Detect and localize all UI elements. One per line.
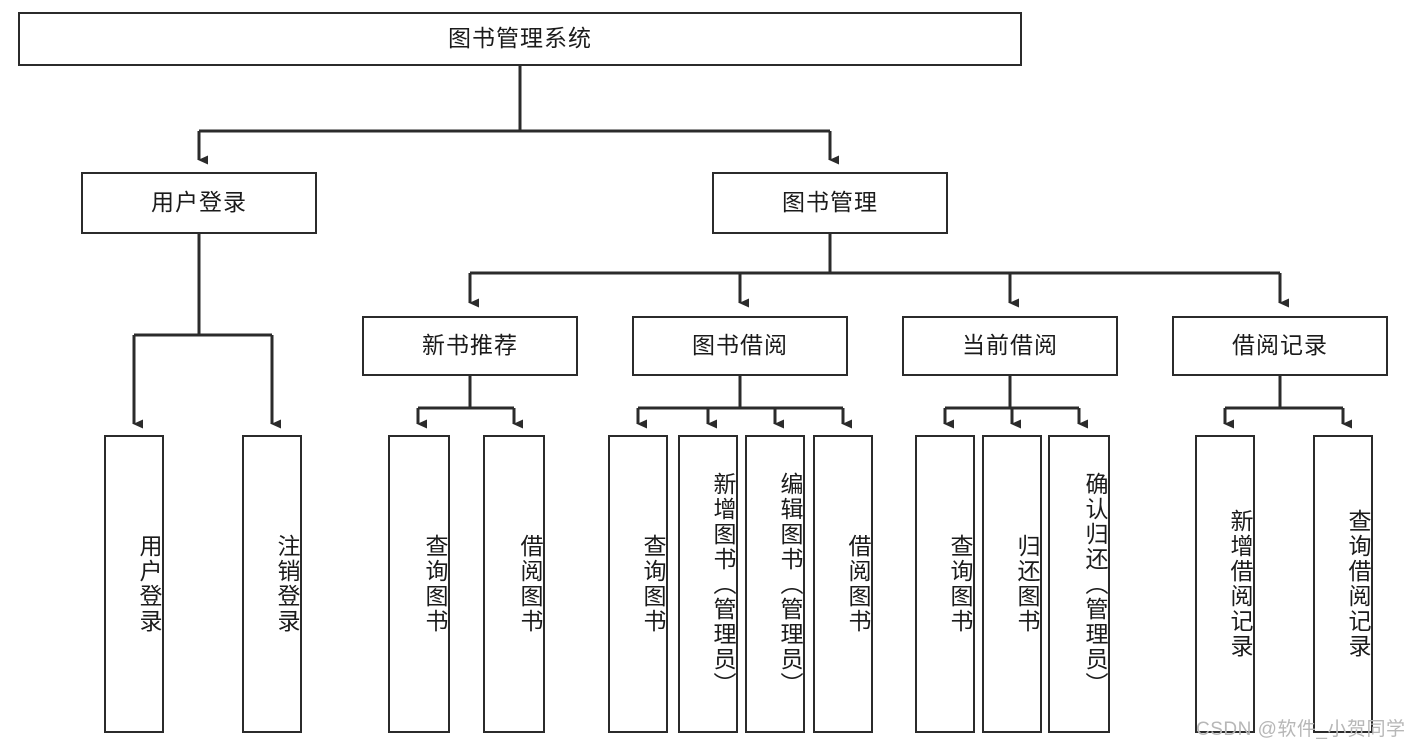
watermark-text: CSDN @软件_小贺同学 <box>1196 719 1405 740</box>
node-book-borrow[interactable]: 图书借阅 <box>632 316 848 376</box>
leaf-current-return-book[interactable]: 归还图书 <box>982 435 1042 733</box>
leaf-recommend-borrow-book[interactable]: 借阅图书 <box>483 435 545 733</box>
csdn-watermark: CSDN @软件_小贺同学 <box>1196 714 1405 741</box>
node-book-management[interactable]: 图书管理 <box>712 172 948 234</box>
leaf-recommend-query-book[interactable]: 查询图书 <box>388 435 450 733</box>
node-label: 图书管理系统 <box>448 25 592 52</box>
node-label: 归还图书 <box>1014 534 1040 634</box>
leaf-current-confirm-return-admin[interactable]: 确认归还（管理员） <box>1048 435 1110 733</box>
leaf-borrow-query-book[interactable]: 查询图书 <box>608 435 668 733</box>
node-label: 新书推荐 <box>422 332 518 359</box>
node-label: 查询图书 <box>640 534 666 634</box>
node-label: 查询图书 <box>422 534 448 634</box>
node-borrow-record[interactable]: 借阅记录 <box>1172 316 1388 376</box>
leaf-borrow-borrow-book[interactable]: 借阅图书 <box>813 435 873 733</box>
node-label: 图书管理 <box>782 189 878 216</box>
leaf-user-login-signout[interactable]: 注销登录 <box>242 435 302 733</box>
node-label: 借阅记录 <box>1232 332 1328 359</box>
node-label: 查询借阅记录 <box>1345 509 1371 659</box>
node-label: 借阅图书 <box>845 534 871 634</box>
node-label: 当前借阅 <box>962 332 1058 359</box>
leaf-current-query-book[interactable]: 查询图书 <box>915 435 975 733</box>
node-root-system[interactable]: 图书管理系统 <box>18 12 1022 66</box>
node-label: 注销登录 <box>274 534 300 634</box>
leaf-borrow-add-book-admin[interactable]: 新增图书（管理员） <box>678 435 738 733</box>
leaf-record-query-record[interactable]: 查询借阅记录 <box>1313 435 1373 733</box>
node-label: 查询图书 <box>947 534 973 634</box>
leaf-borrow-edit-book-admin[interactable]: 编辑图书（管理员） <box>745 435 805 733</box>
node-label: 图书借阅 <box>692 332 788 359</box>
node-user-login[interactable]: 用户登录 <box>81 172 317 234</box>
node-label: 借阅图书 <box>517 534 543 634</box>
node-label: 新增借阅记录 <box>1227 509 1253 659</box>
leaf-user-login-signin[interactable]: 用户登录 <box>104 435 164 733</box>
node-new-book-recommend[interactable]: 新书推荐 <box>362 316 578 376</box>
node-label: 编辑图书（管理员） <box>777 471 803 697</box>
node-label: 用户登录 <box>151 189 247 216</box>
leaf-record-add-record[interactable]: 新增借阅记录 <box>1195 435 1255 733</box>
node-label: 确认归还（管理员） <box>1082 471 1108 697</box>
node-label: 用户登录 <box>136 534 162 634</box>
node-current-borrow[interactable]: 当前借阅 <box>902 316 1118 376</box>
node-label: 新增图书（管理员） <box>710 471 736 697</box>
